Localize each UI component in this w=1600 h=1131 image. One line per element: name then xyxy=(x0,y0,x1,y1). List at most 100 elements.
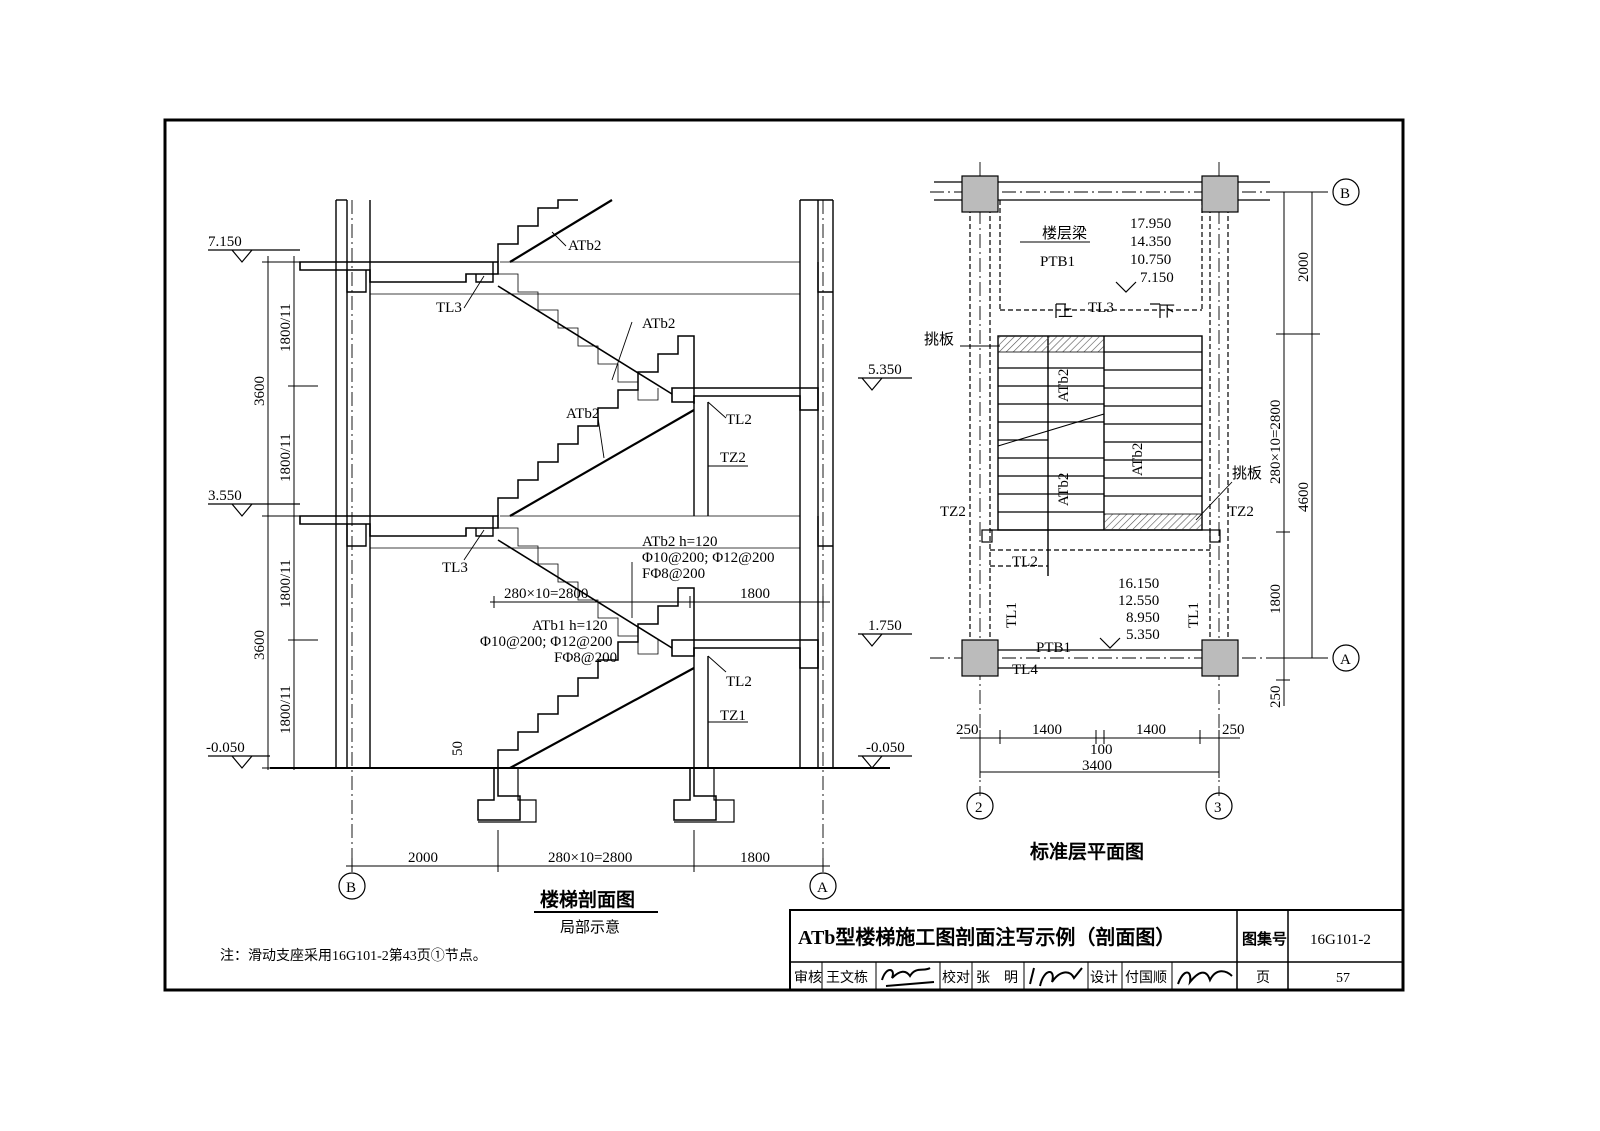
section-leaders xyxy=(463,231,748,723)
dim-1800-inner: 1800 xyxy=(740,586,770,602)
plan-down: 下 xyxy=(1160,304,1175,320)
section-elevation-markers xyxy=(208,249,912,769)
reviewer-name: 王文栋 xyxy=(826,969,868,986)
elev-0050-right: -0.050 xyxy=(866,740,905,756)
title-block-title: ATb型楼梯施工图剖面注写示例（剖面图） xyxy=(798,925,1175,949)
plan-dim-250-right: 250 xyxy=(1222,722,1245,738)
label-tl3-upper: TL3 xyxy=(436,300,462,316)
plan-dim-1800: 1800 xyxy=(1268,584,1284,614)
title-block xyxy=(789,909,1404,991)
plan-axis-bubbles xyxy=(966,178,1360,820)
plan-right-dims xyxy=(1276,191,1320,706)
dim-riser-3: 1800/11 xyxy=(278,559,294,608)
plan-drawing xyxy=(930,162,1330,796)
plan-dim-100: 100 xyxy=(1090,742,1113,758)
plan-atb2-right: ATb2 xyxy=(1130,443,1146,476)
label-tl2-upper: TL2 xyxy=(726,412,752,428)
plan-cantilever-left: 挑板 xyxy=(924,330,954,348)
annot-atb1-line3: FΦ8@200 xyxy=(554,650,617,666)
plan-tl3: TL3 xyxy=(1088,300,1114,316)
dim-2800-bottom: 280×10=2800 xyxy=(548,850,632,866)
plan-level-10750: 10.750 xyxy=(1130,252,1171,268)
section-bottom-dims xyxy=(346,596,830,872)
label-tz2: TZ2 xyxy=(720,450,746,466)
sheet-border xyxy=(163,118,1405,992)
plan-ptb1-bottom: PTB1 xyxy=(1036,640,1071,656)
dim-1800-bottom: 1800 xyxy=(740,850,770,866)
design-label: 设计 xyxy=(1090,970,1118,986)
plan-dim-2000: 2000 xyxy=(1296,252,1312,282)
annot-atb2-line3: FΦ8@200 xyxy=(642,566,705,582)
dim-riser-4: 1800/11 xyxy=(278,685,294,734)
plan-dim-3400: 3400 xyxy=(1082,758,1112,774)
dim-3600-lower: 3600 xyxy=(252,630,268,660)
axis-b-section: B xyxy=(346,880,356,896)
annot-atb2-line1: ATb2 h=120 xyxy=(642,534,718,550)
label-tl3-lower: TL3 xyxy=(442,560,468,576)
plan-dim-250-left: 250 xyxy=(956,722,979,738)
signature-designer xyxy=(1177,970,1233,986)
axis-2-plan: 2 xyxy=(975,800,983,816)
elev-3550: 3.550 xyxy=(208,488,242,504)
annot-atb2-line2: Φ10@200; Φ12@200 xyxy=(642,550,774,566)
signature-reviewer xyxy=(881,967,935,987)
label-atb2-mid: ATb2 xyxy=(642,316,675,332)
dim-riser-2: 1800/11 xyxy=(278,433,294,482)
atlas-number: 16G101-2 xyxy=(1310,932,1371,948)
plan-columns xyxy=(961,175,1239,677)
plan-cantilever-right: 挑板 xyxy=(1232,464,1262,482)
elev-1750: 1.750 xyxy=(868,618,902,634)
plan-tl1-right: TL1 xyxy=(1186,602,1202,628)
cantilever-hatch-top xyxy=(997,335,1105,353)
plan-bottom-dims xyxy=(960,730,1240,778)
annot-atb1-line1: ATb1 h=120 xyxy=(532,618,608,634)
dim-3600-upper: 3600 xyxy=(252,376,268,406)
elev-0050-left: -0.050 xyxy=(206,740,245,756)
page-number: 57 xyxy=(1336,971,1350,986)
plan-dim-2800: 280×10=2800 xyxy=(1268,400,1284,484)
plan-beam-label: 楼层梁 xyxy=(1042,225,1087,242)
review-label: 审核 xyxy=(794,970,822,986)
label-atb2-lower: ATb2 xyxy=(566,406,599,422)
checker-name: 张 明 xyxy=(976,970,1018,986)
section-vertical-dims xyxy=(262,256,318,770)
signature-checker xyxy=(1029,967,1083,987)
atlas-label: 图集号 xyxy=(1242,930,1287,948)
plan-atb2-left-upper: ATb2 xyxy=(1056,369,1072,402)
plan-level-14350: 14.350 xyxy=(1130,234,1171,250)
section-axis-bubbles xyxy=(338,872,837,900)
plan-level-17950: 17.950 xyxy=(1130,216,1171,232)
section-title: 楼梯剖面图 xyxy=(540,888,635,911)
dim-2800-inner: 280×10=2800 xyxy=(504,586,588,602)
plan-level-8950: 8.950 xyxy=(1126,610,1160,626)
plan-up: 上 xyxy=(1058,303,1073,320)
section-subtitle: 局部示意 xyxy=(560,918,620,936)
plan-dim-4600: 4600 xyxy=(1296,482,1312,512)
plan-tl1-left: TL1 xyxy=(1004,602,1020,628)
plan-tl4: TL4 xyxy=(1012,662,1038,678)
check-label: 校对 xyxy=(942,969,970,986)
page-label: 页 xyxy=(1256,971,1270,986)
plan-level-16150: 16.150 xyxy=(1118,576,1159,592)
elev-7150: 7.150 xyxy=(208,234,242,250)
plan-dim-1400-right: 1400 xyxy=(1136,722,1166,738)
plan-dim-1400-left: 1400 xyxy=(1032,722,1062,738)
plan-tz2-right: TZ2 xyxy=(1228,504,1254,520)
plan-leaders xyxy=(960,241,1233,521)
axis-a-section: A xyxy=(817,880,828,896)
plan-level-12550: 12.550 xyxy=(1118,593,1159,609)
plan-level-5350: 5.350 xyxy=(1126,627,1160,643)
plan-title: 标准层平面图 xyxy=(1030,841,1144,863)
plan-tz2-left: TZ2 xyxy=(940,504,966,520)
plan-tl2: TL2 xyxy=(1012,554,1038,570)
elev-5350: 5.350 xyxy=(868,362,902,378)
designer-name: 付国顺 xyxy=(1125,970,1167,986)
label-atb2-top: ATb2 xyxy=(568,238,601,254)
label-tz1: TZ1 xyxy=(720,708,746,724)
axis-b-plan: B xyxy=(1340,186,1350,202)
label-tl2-lower: TL2 xyxy=(726,674,752,690)
plan-ptb1-top: PTB1 xyxy=(1040,254,1075,270)
plan-atb2-left-lower: ATb2 xyxy=(1056,473,1072,506)
annot-atb1-line2: Φ10@200; Φ12@200 xyxy=(480,634,612,650)
